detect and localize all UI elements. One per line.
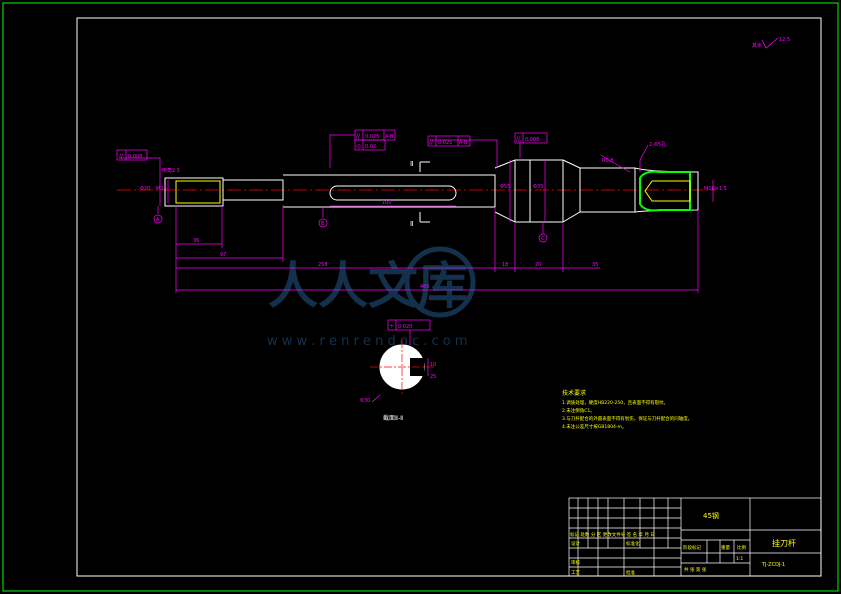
watermark-url: w w w . r e n r e n d o c . c o m <box>267 334 468 349</box>
watermark-brand: 人人文库 <box>268 256 468 315</box>
dim-keyway: 100 <box>382 200 392 206</box>
dim-left-dia: Φ20 <box>140 186 150 192</box>
tb-design: 设计 <box>571 540 580 547</box>
datum-a-label: A <box>156 217 160 223</box>
dim-mid1: 97 <box>220 252 226 258</box>
section-marks <box>419 161 430 223</box>
note-chamfer: 倒角2.5 <box>162 167 180 174</box>
fc-section-symbol: ÷ <box>389 323 394 330</box>
tech-title: 技术要求 <box>562 389 586 397</box>
roughness-value: 12.5 <box>779 37 790 43</box>
section-title: 截面Ⅱ-Ⅱ <box>383 414 403 422</box>
tb-scale-value: 1:1 <box>736 556 743 562</box>
dim-sec-dia: Φ30 <box>360 398 370 404</box>
tb-standardize: 标准化 <box>626 540 640 547</box>
fc-keyway-top-symbol: // <box>356 133 361 140</box>
tb-approve: 批准 <box>626 569 635 576</box>
dim-sec-w: 10 <box>430 362 436 368</box>
dim-sec-h: 25 <box>430 374 436 380</box>
tb-part-name: 挂刀杆 <box>772 538 796 548</box>
tech-item-3: 3.与刀杆配合的外圆表面不得有划伤，保证与刀杆配合的同轴度。 <box>562 415 692 422</box>
fc-keyway-top-value: 0.025 <box>365 134 379 140</box>
dim-left-len: 36 <box>193 238 199 244</box>
tb-scale-label: 比例 <box>737 544 746 551</box>
note-r: R0.8 <box>602 158 613 164</box>
dimension-lines <box>120 134 714 403</box>
fc-right-symbol: // <box>516 136 521 143</box>
section-mark-bottom: Ⅱ <box>410 220 413 228</box>
fc-right-value: 0.008 <box>525 137 539 143</box>
fc-mid-datum: A-B <box>459 140 468 146</box>
fc-keyway-bottom-value: 0.02 <box>365 144 376 150</box>
dim-step1: 18 <box>502 262 508 268</box>
roughness-symbol: 12.5 其余 <box>752 37 790 49</box>
title-block <box>568 497 822 577</box>
tech-item-4: 4.未注公差尺寸按GB1804-m。 <box>562 423 626 430</box>
watermark: 人人文库 w w w . r e n r e n d o c . c o m <box>267 246 476 349</box>
inner-frame <box>76 17 822 577</box>
dim-right-end: M16×1.5 <box>704 186 727 192</box>
dimension-texts: 36 97 258 18 20 35 480 100 Φ20 M24 Φ55 Φ… <box>140 141 727 290</box>
section-mark-top: Ⅱ <box>410 160 413 168</box>
datum-markers <box>153 206 548 243</box>
tech-requirements: 技术要求 1.调质处理，硬度HB220-250，且表面不得有裂纹。 2.未注倒角… <box>562 389 692 430</box>
dim-total: 480 <box>420 284 430 290</box>
datum-c-label: C <box>541 236 545 242</box>
tb-sheet-info: 共 张 第 张 <box>684 566 707 573</box>
fc-mid-symbol: // <box>429 139 434 146</box>
dim-right-dia: Φ35 <box>533 184 543 190</box>
fc-keyway-top-datum: A-B <box>385 134 394 140</box>
roughness-note: 其余 <box>752 42 762 49</box>
dim-left-dia2: M24 <box>156 186 167 192</box>
dim-mid2: 258 <box>318 262 328 268</box>
note-weld: 2-Φ5孔 <box>649 141 666 148</box>
tb-process: 工艺 <box>571 570 580 576</box>
fc-keyway-bottom-symbol: ◎ <box>356 143 361 150</box>
fc-left-value: 0.008 <box>128 154 142 160</box>
tb-drawing-no: TJ-ZCDJ-1 <box>761 562 785 568</box>
tb-material: 45钢 <box>703 511 719 520</box>
fc-mid: // 0.025 A-B <box>427 135 471 147</box>
shaft-outline <box>164 159 699 223</box>
tb-row-header: 标记 处数 分 区 更改文件号 签 名 年 月 日 <box>570 531 655 538</box>
tech-item-1: 1.调质处理，硬度HB220-250，且表面不得有裂纹。 <box>562 399 668 406</box>
dim-step2: 20 <box>535 262 541 268</box>
tb-review: 审核 <box>571 559 580 566</box>
fc-right: // 0.008 <box>514 132 548 144</box>
fc-mid-value: 0.025 <box>438 140 452 146</box>
tb-weight-label: 重量 <box>721 544 730 551</box>
fc-section-value: 0.020 <box>398 324 412 330</box>
dim-step3: 35 <box>592 262 598 268</box>
tech-item-2: 2.未注倒角C1。 <box>562 407 595 414</box>
section-view: ÷ 0.020 10 25 Φ30 截面Ⅱ-Ⅱ <box>360 319 436 422</box>
tb-stage-label: 阶段标记 <box>683 544 701 551</box>
fc-keyway-bottom: ◎ 0.02 <box>354 139 386 151</box>
fc-keyway-top: // 0.025 A-B <box>354 129 396 141</box>
dim-mid-dia: Φ55 <box>500 184 510 190</box>
fc-left-symbol: // <box>119 153 124 160</box>
fc-left: // 0.008 <box>116 149 148 161</box>
datum-b-label: B <box>321 221 325 227</box>
